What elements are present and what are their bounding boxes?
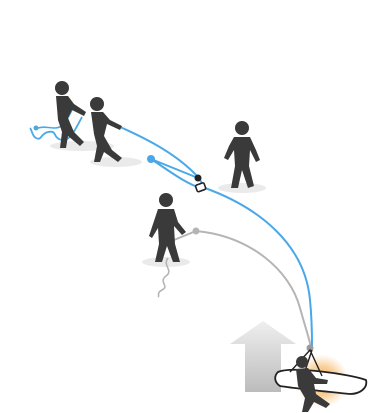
belayer-body [149,209,186,262]
rescuer-head [296,356,308,368]
blue-rope-tail-tip [34,126,39,131]
standing-person-body [224,137,260,188]
shadow-standing-person [218,183,266,193]
blue-rope-end [147,155,155,163]
standing-person-head [235,121,249,135]
standing-person [224,121,260,188]
hauler-front [90,97,122,162]
hauler-rear-head [55,81,69,95]
grey-rope-end [193,228,200,235]
belayer [149,193,186,262]
hauler-front-body [91,112,122,162]
progress-capture-pulley [195,175,207,193]
ground-shadows [50,141,266,267]
belayer-head [159,193,173,207]
hauler-front-head [90,97,104,111]
